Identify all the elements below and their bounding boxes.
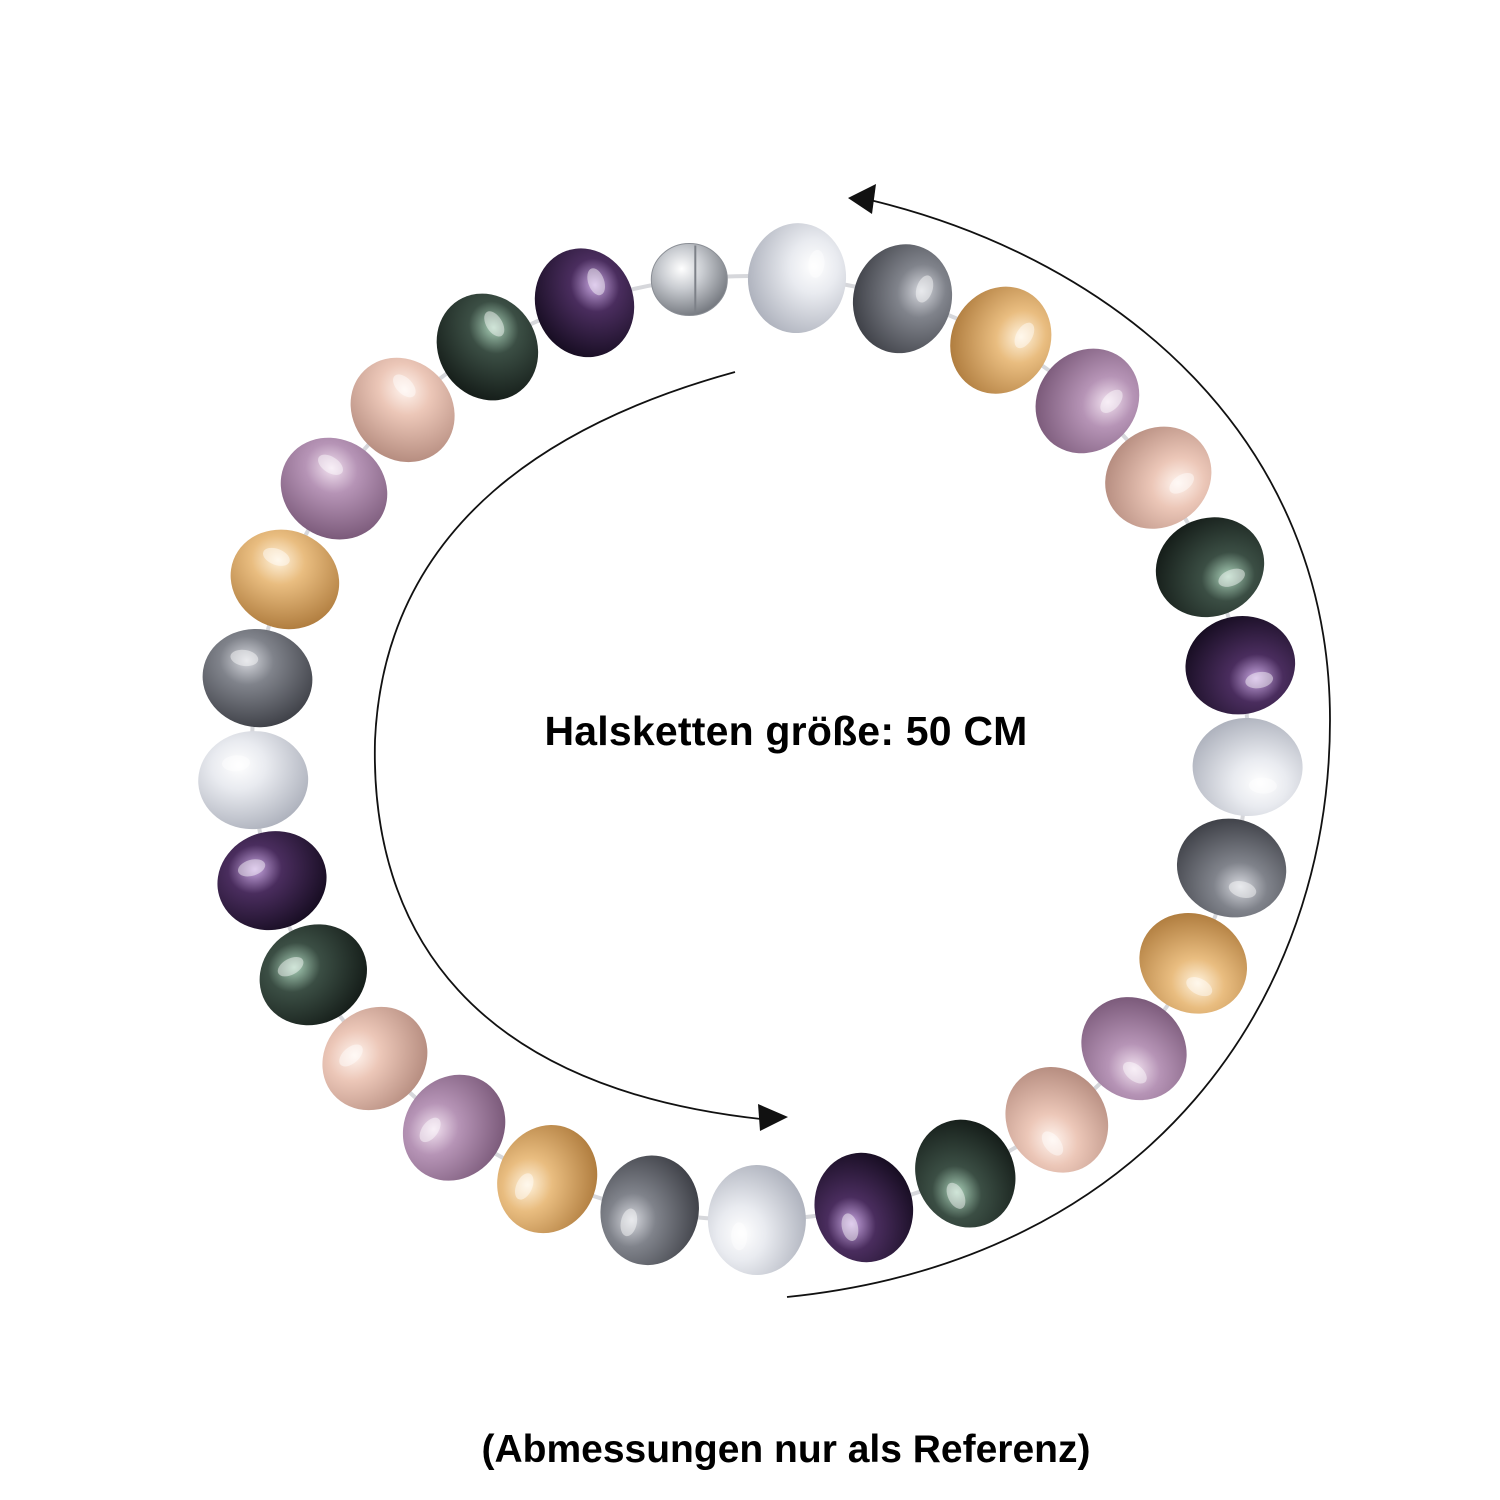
pearl-body	[230, 529, 340, 630]
pearl-highlight	[1122, 1061, 1147, 1084]
pearl-body	[1176, 818, 1287, 918]
pearl-highlight	[1248, 777, 1277, 794]
clasp-ball-icon	[650, 243, 728, 317]
pearl-highlight	[1218, 568, 1245, 587]
pearl-peacock-purple	[814, 1152, 914, 1263]
pearl-highlight	[1100, 389, 1123, 413]
pearl-gold	[497, 1125, 598, 1234]
pearl-body	[1155, 517, 1265, 618]
pearl-grey	[1176, 818, 1287, 918]
pearl-body	[1105, 426, 1212, 529]
pearl-body	[707, 1165, 806, 1275]
pearl-body	[814, 1152, 914, 1263]
pearl-body	[852, 244, 953, 354]
pearl-peacock-green	[436, 293, 539, 401]
pearl-peacock-green	[1155, 517, 1265, 618]
pearl-highlight	[237, 859, 266, 877]
pearl-body	[1035, 348, 1140, 454]
pearl-highlight	[946, 1182, 966, 1209]
pearl-body	[322, 1006, 428, 1111]
pearl-mauve	[1035, 348, 1140, 454]
pearl-peacock-purple	[217, 831, 327, 931]
pearl-body	[600, 1155, 699, 1266]
pearl-peacock-green	[259, 924, 367, 1026]
pearl-highlight	[1014, 322, 1035, 349]
reference-note-label: (Abmessungen nur als Referenz)	[481, 1428, 1091, 1471]
pearl-highlight	[277, 956, 304, 977]
pearl-blush	[1105, 426, 1212, 529]
pearl-body	[436, 293, 539, 401]
pearl-body	[259, 924, 367, 1026]
pearl-mauve	[1081, 997, 1187, 1101]
pearl-peacock-green	[915, 1119, 1016, 1228]
pearl-mauve	[402, 1074, 506, 1181]
pearl-grey	[600, 1155, 699, 1266]
pearl-white	[198, 731, 309, 830]
pearl-highlight	[1169, 472, 1195, 494]
pearl-body	[402, 1074, 506, 1181]
pearl-gold	[1139, 912, 1248, 1014]
pearl-highlight	[419, 1117, 441, 1143]
pearl-highlight	[393, 374, 416, 398]
pearl-highlight	[484, 311, 505, 337]
pearl-highlight	[841, 1213, 859, 1241]
pearl-highlight	[915, 275, 934, 303]
pearl-gold	[950, 286, 1052, 394]
pearl-highlight	[339, 1044, 363, 1067]
pearl-highlight	[808, 249, 825, 278]
pearl-body	[747, 223, 847, 334]
pearl-highlight	[222, 755, 250, 772]
necklace-pearls	[198, 223, 1303, 1275]
pearl-body	[1192, 717, 1303, 817]
outer-arrowhead-icon	[848, 184, 876, 214]
pearl-peacock-purple	[534, 248, 635, 358]
pearl-highlight	[1186, 977, 1213, 997]
pearl-body	[1005, 1066, 1109, 1173]
pearl-highlight	[230, 649, 259, 667]
inner-arrowhead-icon	[758, 1104, 788, 1131]
pearl-highlight	[587, 268, 606, 296]
pearl-body	[217, 831, 327, 931]
pearl-highlight	[318, 454, 344, 475]
inner-arc-arrow-line	[373, 371, 771, 1121]
pearl-blush	[1005, 1066, 1109, 1173]
outer-arc-arrow-line	[786, 199, 1331, 1298]
pearl-white	[1192, 717, 1303, 817]
pearl-body	[350, 357, 455, 463]
pearl-highlight	[620, 1208, 638, 1237]
pearl-highlight	[262, 547, 290, 566]
pearl-highlight	[1245, 671, 1274, 689]
pearl-highlight	[1041, 1131, 1064, 1156]
pearl-body	[198, 731, 309, 830]
pearl-body	[1185, 616, 1296, 715]
pearl-body	[497, 1125, 598, 1234]
pearl-white	[747, 223, 847, 334]
pearl-blush	[322, 1006, 428, 1111]
pearl-body	[1139, 912, 1248, 1014]
pearl-highlight	[1228, 880, 1257, 898]
pearl-grey	[852, 244, 953, 354]
necklace-size-label: Halsketten größe: 50 CM	[544, 708, 1028, 754]
pearl-peacock-purple	[1185, 616, 1296, 715]
pearl-blush	[350, 357, 455, 463]
measurement-arrows	[373, 184, 1331, 1298]
pearl-body	[915, 1119, 1016, 1228]
pearl-mauve	[280, 437, 388, 540]
pearl-body	[202, 628, 313, 728]
pearl-body	[280, 437, 388, 540]
pearl-gold	[230, 529, 340, 630]
pearl-highlight	[514, 1173, 534, 1200]
pearl-white	[707, 1165, 806, 1275]
pearl-highlight	[731, 1222, 748, 1251]
clasp	[650, 243, 728, 317]
pearl-body	[1081, 997, 1187, 1101]
pearl-body	[534, 248, 635, 358]
pearl-grey	[202, 628, 313, 728]
pearl-body	[950, 286, 1052, 394]
